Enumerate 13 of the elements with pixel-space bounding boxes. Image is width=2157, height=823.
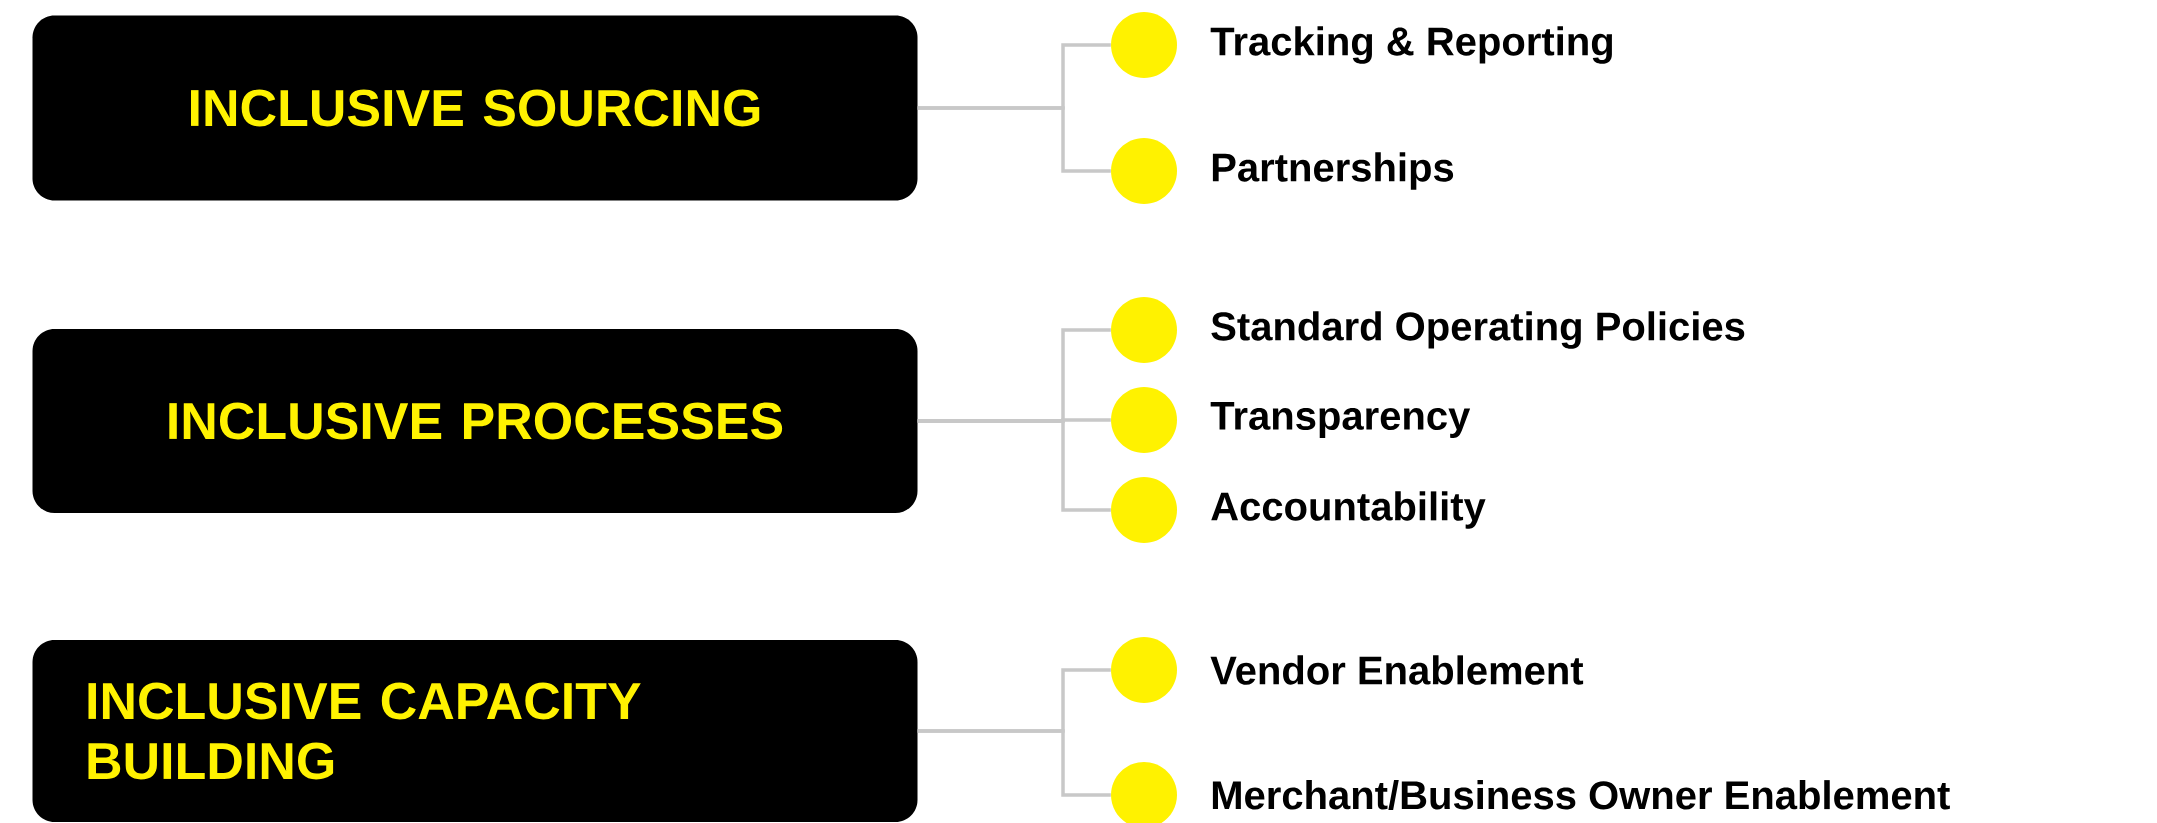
item-label: Accountability [1211, 491, 1486, 529]
item-label: Vendor Enablement [1210, 655, 1584, 685]
connector-line [917, 729, 1111, 797]
item-label: Partnerships [1212, 152, 1454, 190]
connector-line [917, 106, 1111, 173]
category-box: INCLUSIVE PROCESSES [32, 329, 918, 513]
item-label: Transparency [1210, 402, 1471, 438]
category-box: INCLUSIVE SOURCING [32, 15, 918, 201]
item-label: Standard Operating Policies [1211, 311, 1745, 349]
category-box: INCLUSIVE CAPACITY BUILDING [32, 640, 918, 822]
item-label: Merchant/Business Owner Enablement [1212, 780, 1950, 810]
item-label: Tracking & Reporting [1210, 26, 1612, 64]
connector-line [917, 419, 1111, 512]
